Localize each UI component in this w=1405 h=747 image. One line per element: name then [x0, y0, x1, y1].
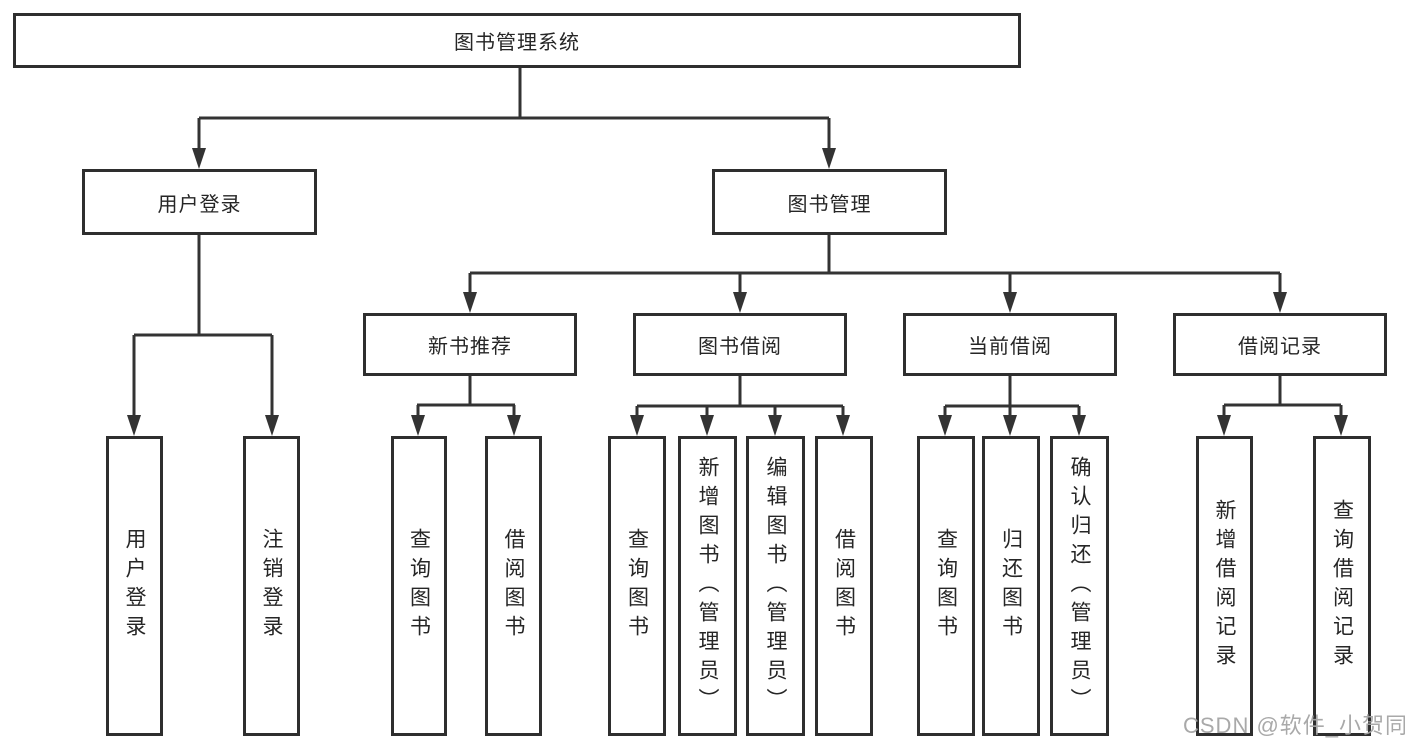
arrowheads: [127, 148, 1348, 436]
arrowhead: [411, 415, 425, 436]
leaf-user-login: 用户登录: [106, 436, 163, 736]
arrowhead: [1217, 415, 1231, 436]
leaf-user-login-label: 用户登录: [123, 528, 146, 644]
arrowhead: [265, 415, 279, 436]
leaf-logout: 注销登录: [243, 436, 300, 736]
csdn-watermark: CSDN @软件_小贺同学: [1183, 713, 1405, 738]
arrowhead: [938, 415, 952, 436]
leaf-records-add: 新增借阅记录: [1196, 436, 1253, 736]
arrowhead: [1334, 415, 1348, 436]
leaf-newbook-query: 查询图书: [391, 436, 447, 736]
connector-currentborrow-to-leaves: [943, 376, 1081, 418]
arrowhead: [630, 415, 644, 436]
node-borrow-records: 借阅记录: [1173, 313, 1387, 376]
leaf-logout-label: 注销登录: [260, 528, 283, 644]
arrowhead: [700, 415, 714, 436]
leaf-borrow-borrow-label: 借阅图书: [832, 528, 856, 644]
leaf-borrow-edit-label: 编辑图书（管理员）: [764, 455, 787, 717]
arrowhead: [822, 148, 836, 169]
leaf-newbook-borrow-label: 借阅图书: [502, 528, 525, 644]
connector-bookborrow-to-leaves: [635, 376, 845, 418]
connector-newbook-to-leaves: [416, 376, 516, 418]
leaf-current-query-label: 查询图书: [934, 528, 958, 644]
leaf-current-confirm: 确认归还（管理员）: [1050, 436, 1109, 736]
arrowhead: [1072, 415, 1086, 436]
connector-records-to-leaves: [1222, 376, 1343, 418]
leaf-borrow-borrow: 借阅图书: [815, 436, 873, 736]
leaf-newbook-borrow: 借阅图书: [485, 436, 542, 736]
node-user-login: 用户登录: [82, 169, 317, 235]
leaf-records-query: 查询借阅记录: [1313, 436, 1371, 736]
node-current-borrow: 当前借阅: [903, 313, 1117, 376]
node-new-book-recommend-label: 新书推荐: [428, 336, 512, 358]
node-book-borrow-label: 图书借阅: [698, 336, 782, 358]
connector-userlogin-to-leaves: [132, 235, 274, 418]
arrowhead: [1003, 292, 1017, 313]
node-root: 图书管理系统: [13, 13, 1021, 68]
connector-root-to-level2: [197, 68, 831, 150]
leaf-borrow-add-label: 新增图书（管理员）: [696, 455, 719, 717]
node-user-login-label: 用户登录: [157, 193, 242, 216]
leaf-records-query-label: 查询借阅记录: [1330, 499, 1354, 673]
leaf-current-return: 归还图书: [982, 436, 1040, 736]
node-root-label: 图书管理系统: [454, 32, 580, 54]
arrowhead: [733, 292, 747, 313]
arrowhead: [192, 148, 206, 169]
leaf-borrow-add: 新增图书（管理员）: [678, 436, 737, 736]
arrowhead: [1003, 415, 1017, 436]
leaf-borrow-query: 查询图书: [608, 436, 666, 736]
leaf-borrow-edit: 编辑图书（管理员）: [746, 436, 805, 736]
node-borrow-records-label: 借阅记录: [1238, 336, 1322, 358]
arrowhead: [768, 415, 782, 436]
leaf-current-query: 查询图书: [917, 436, 975, 736]
node-book-borrow: 图书借阅: [633, 313, 847, 376]
leaf-records-add-label: 新增借阅记录: [1213, 499, 1236, 673]
node-current-borrow-label: 当前借阅: [968, 336, 1052, 358]
node-book-management: 图书管理: [712, 169, 947, 235]
node-book-management-label: 图书管理: [787, 193, 872, 216]
arrowhead: [127, 415, 141, 436]
arrowhead: [463, 292, 477, 313]
leaf-current-confirm-label: 确认归还（管理员）: [1068, 455, 1091, 717]
node-new-book-recommend: 新书推荐: [363, 313, 577, 376]
leaf-current-return-label: 归还图书: [999, 528, 1023, 644]
arrowhead: [1273, 292, 1287, 313]
connector-bookmgmt-to-level3: [468, 235, 1282, 295]
leaf-newbook-query-label: 查询图书: [407, 528, 431, 644]
arrowhead: [836, 415, 850, 436]
arrowhead: [507, 415, 521, 436]
leaf-borrow-query-label: 查询图书: [625, 528, 649, 644]
